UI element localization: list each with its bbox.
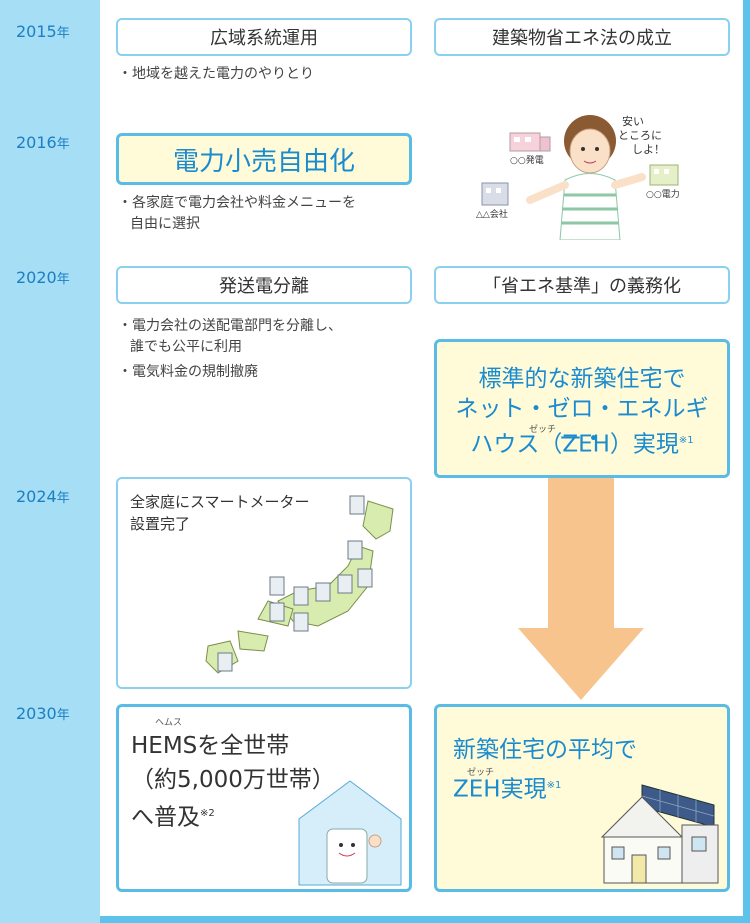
retail-liberalization-note: ・各家庭で電力会社や料金メニューを 自由に選択 bbox=[118, 193, 356, 235]
building-c-icon bbox=[649, 164, 679, 186]
svg-text:△△会社: △△会社 bbox=[476, 208, 508, 220]
building-b-icon bbox=[481, 182, 509, 206]
zeh-line-1: 標準的な新築住宅で bbox=[478, 366, 686, 392]
wide-area-grid-note: ・地域を越えた電力のやりとり bbox=[118, 66, 314, 82]
smart-meter-map-box: 全家庭にスマートメーター 設置完了 bbox=[116, 477, 412, 689]
hems-house-icon bbox=[298, 780, 402, 886]
note-line: ・各家庭で電力会社や料金メニューを bbox=[118, 195, 356, 211]
japan-map-icon bbox=[205, 495, 394, 674]
person-choosing-illustration: ○○発電 △△会社 ○○電力 安い ところに しよ！ bbox=[476, 114, 680, 240]
zeh-line-3: ハウス（ZEH）実現※1 bbox=[470, 431, 694, 458]
zeh-ruby: ゼッチ bbox=[529, 425, 557, 435]
year-2015: 2015年 bbox=[16, 22, 70, 41]
note-line: 誰でも公平に利用 bbox=[130, 339, 242, 355]
note-line: ・電力会社の送配電部門を分離し、 bbox=[118, 318, 342, 334]
unbundling-note: ・電力会社の送配電部門を分離し、 誰でも公平に利用 ・電気料金の規制撤廃 bbox=[118, 316, 342, 383]
smart-meter-title: 全家庭にスマートメーター 設置完了 bbox=[130, 491, 310, 535]
retail-liberalization-box: 電力小売自由化 bbox=[116, 133, 412, 185]
svg-text:ところに: ところに bbox=[618, 129, 662, 142]
year-column bbox=[0, 0, 100, 923]
svg-text:安い: 安い bbox=[622, 114, 644, 128]
year-2030: 2030年 bbox=[16, 704, 70, 723]
building-energy-law-box: 建築物省エネ法の成立 bbox=[434, 18, 730, 56]
svg-text:○○電力: ○○電力 bbox=[646, 188, 680, 200]
svg-text:しよ！: しよ！ bbox=[632, 143, 665, 156]
energy-standard-box: 「省エネ基準」の義務化 bbox=[434, 266, 730, 304]
zeh2-line-1: 新築住宅の平均で bbox=[453, 737, 637, 763]
hems-line: （約5,000万世帯） bbox=[131, 767, 335, 793]
year-2016: 2016年 bbox=[16, 133, 70, 152]
zeh-house-icon bbox=[600, 784, 719, 884]
progress-arrow-icon bbox=[518, 478, 644, 700]
hems-ruby: ヘムス bbox=[155, 718, 183, 728]
zeh-line-2: ネット・ゼロ・エネルギー・ bbox=[455, 396, 709, 452]
year-2020: 2020年 bbox=[16, 268, 70, 287]
zeh-average-box: 新築住宅の平均で ゼッチ ZEH実現※1 bbox=[434, 704, 730, 892]
hems-line: へ普及※2 bbox=[131, 804, 215, 831]
hems-box: ヘムス HEMSを全世帯 （約5,000万世帯） へ普及※2 bbox=[116, 704, 412, 892]
building-a-icon bbox=[509, 132, 551, 152]
wide-area-grid-box: 広域系統運用 bbox=[116, 18, 412, 56]
year-2024: 2024年 bbox=[16, 487, 70, 506]
svg-text:○○発電: ○○発電 bbox=[510, 154, 544, 166]
title-line: 全家庭にスマートメーター bbox=[130, 493, 310, 511]
hems-line: HEMSを全世帯 bbox=[131, 733, 290, 759]
hems-text: HEMSを全世帯 （約5,000万世帯） へ普及※2 bbox=[131, 729, 335, 835]
zeh2-ruby: ゼッチ bbox=[467, 768, 495, 778]
zeh-standard-box: 標準的な新築住宅で ネット・ゼロ・エネルギー・ ゼッチ ハウス（ZEH）実現※1 bbox=[434, 339, 730, 478]
note-line: ・電気料金の規制撤廃 bbox=[118, 364, 258, 380]
unbundling-box: 発送電分離 bbox=[116, 266, 412, 304]
note-line: 自由に選択 bbox=[130, 216, 200, 232]
title-line: 設置完了 bbox=[130, 515, 191, 533]
zeh2-line-2: ZEH実現※1 bbox=[453, 776, 562, 803]
